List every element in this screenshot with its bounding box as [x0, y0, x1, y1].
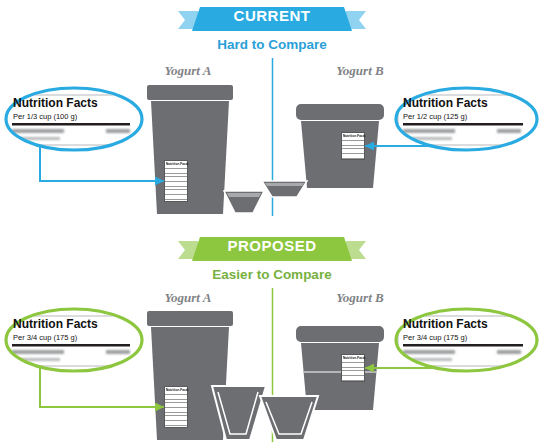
label-heading: Nutrition Facts: [343, 134, 366, 138]
section-banner: CURRENT: [192, 7, 352, 31]
label-sheet: [6, 95, 146, 145]
pointer-arrow: [40, 367, 164, 407]
label-callout: Nutrition FactsPer 1/3 cup (100 g): [4, 86, 144, 152]
blurred-line: [12, 129, 64, 133]
serving-bowl: [260, 396, 318, 440]
blurred-line: [412, 358, 452, 361]
bowl-fill-line: [266, 402, 312, 434]
banner-fill: [192, 237, 352, 261]
product-name: Yogurt B: [336, 63, 383, 79]
serving-size: Per 1/2 cup (125 g): [403, 112, 467, 121]
blurred-line: [412, 137, 452, 140]
tub-band: [304, 371, 376, 372]
container-label: Nutrition Facts: [164, 160, 188, 202]
container-label: Nutrition Facts: [341, 132, 365, 160]
yogurt-tub: [296, 104, 384, 188]
label-callout: Nutrition FactsPer 1/2 cup (125 g): [394, 86, 539, 152]
label-callout: Nutrition FactsPer 3/4 cup (175 g): [394, 307, 539, 373]
bowl-fill-line: [218, 392, 258, 434]
label-callout: Nutrition FactsPer 3/4 cup (175 g): [4, 307, 144, 373]
serving-bowl: [224, 191, 264, 213]
bowl-rim: [227, 193, 261, 197]
label-heading: Nutrition Facts: [403, 318, 488, 331]
blurred-line: [106, 129, 130, 133]
blurred-line: [403, 350, 455, 354]
product-name: Yogurt A: [165, 63, 212, 79]
callout-outline: [396, 309, 537, 371]
bowl-rim: [265, 183, 304, 186]
banner-fill: [192, 7, 352, 31]
tub-rim: [147, 85, 233, 100]
label-heading: Nutrition Facts: [343, 356, 366, 360]
label-art: [6, 95, 545, 145]
label-heading: Nutrition Facts: [166, 162, 189, 166]
callout-outline: [6, 88, 142, 150]
label-rule: [12, 344, 130, 347]
blurred-line: [497, 129, 521, 133]
blurred-line: [497, 350, 521, 354]
tub-body: [151, 101, 229, 214]
pointer-arrow: [365, 145, 432, 147]
container-label: Nutrition Facts: [341, 354, 365, 382]
blurred-line: [12, 350, 64, 354]
label-heading: Nutrition Facts: [403, 97, 488, 110]
blurred-line: [106, 350, 130, 354]
banner-text: CURRENT: [192, 7, 352, 24]
label-sheet: [6, 316, 146, 366]
banner-text: PROPOSED: [192, 237, 352, 254]
yogurt-tub: [147, 85, 233, 214]
callout-outline: [396, 88, 537, 150]
label-rule: [12, 123, 130, 126]
label-rule: [403, 123, 523, 126]
serving-size: Per 3/4 cup (175 g): [13, 333, 77, 342]
serving-size: Per 1/3 cup (100 g): [13, 112, 77, 121]
label-heading: Nutrition Facts: [166, 388, 189, 392]
tub-rim: [147, 311, 233, 326]
label-heading: Nutrition Facts: [13, 318, 98, 331]
serving-bowl: [262, 181, 307, 197]
tub-lid: [296, 326, 384, 342]
container-label: Nutrition Facts: [164, 386, 188, 428]
tub-lid: [296, 104, 384, 120]
callout-outline: [6, 309, 142, 371]
section-banner: PROPOSED: [192, 237, 352, 261]
serving-size: Per 3/4 cup (175 g): [403, 333, 467, 342]
pointer-arrow: [365, 367, 436, 369]
pointer-arrow: [40, 146, 164, 181]
section-subtitle: Easier to Compare: [212, 267, 331, 282]
label-heading: Nutrition Facts: [13, 97, 98, 110]
tub-body: [301, 121, 379, 188]
label-art: [6, 316, 545, 366]
tub-body: [151, 327, 229, 440]
section-subtitle: Hard to Compare: [217, 37, 327, 52]
product-name: Yogurt B: [336, 290, 383, 306]
product-name: Yogurt A: [165, 290, 212, 306]
label-rule: [403, 344, 523, 347]
serving-bowl: [212, 386, 266, 440]
blurred-line: [403, 129, 455, 133]
